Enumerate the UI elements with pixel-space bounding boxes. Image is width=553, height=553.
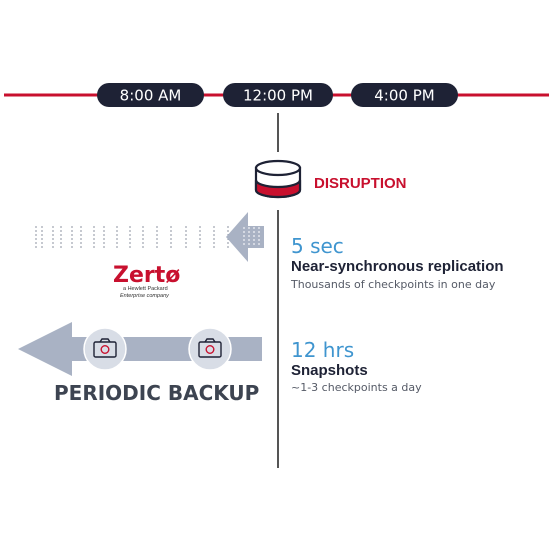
replication-subtitle: Thousands of checkpoints in one day: [290, 278, 496, 291]
replication-arrow: [226, 212, 264, 262]
time-label-8am: 8:00 AM: [120, 87, 182, 105]
zerto-tagline-line-2: Enterprise company: [120, 293, 170, 299]
time-pill-4pm: 4:00 PM: [351, 83, 458, 107]
replication-arrow-ticks: [243, 227, 260, 247]
snapshots-value: 12 hrs: [291, 338, 354, 362]
zerto-logo: Zertø: [113, 263, 180, 288]
camera-icon: [188, 327, 232, 371]
disruption-label: DISRUPTION: [314, 175, 407, 192]
time-label-12pm: 12:00 PM: [243, 87, 313, 105]
database-icon: [254, 159, 302, 199]
replication-ticks: [35, 226, 229, 249]
time-pill-12pm: 12:00 PM: [223, 83, 333, 107]
snapshots-title: Snapshots: [291, 362, 368, 379]
time-pill-8am: 8:00 AM: [97, 83, 204, 107]
replication-value: 5 sec: [291, 234, 344, 258]
replication-title: Near-synchronous replication: [291, 258, 504, 275]
camera-icon: [83, 327, 127, 371]
snapshots-subtitle: ~1-3 checkpoints a day: [291, 381, 422, 394]
zerto-tagline-line-1: a Hewlett Packard: [123, 286, 168, 292]
periodic-backup-label: PERIODIC BACKUP: [54, 381, 259, 405]
time-label-4pm: 4:00 PM: [374, 87, 434, 105]
